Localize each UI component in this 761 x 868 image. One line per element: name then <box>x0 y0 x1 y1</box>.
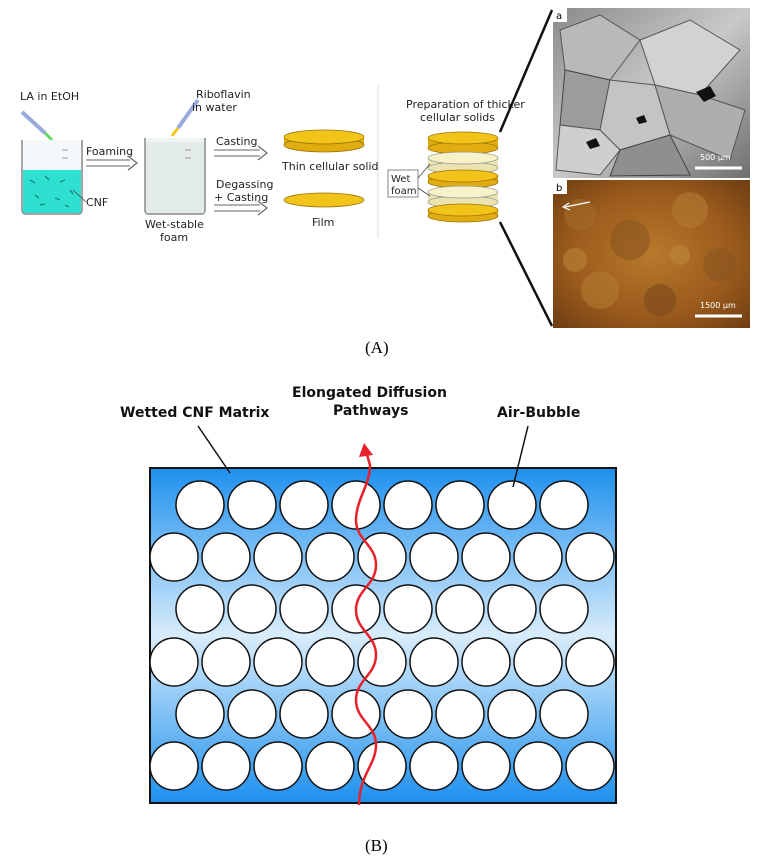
micrograph-a-scale: 500 μm <box>700 153 731 162</box>
air-bubble <box>487 480 537 530</box>
air-bubble <box>487 584 537 634</box>
air-bubble <box>487 689 537 739</box>
micrograph-sem: a 500 μm <box>553 8 750 178</box>
product-thin-solid-label: Thin cellular solid <box>281 160 379 173</box>
wet-foam-box <box>387 169 419 198</box>
air-bubble <box>175 480 225 530</box>
reagent-la-label: LA in EtOH <box>20 90 79 103</box>
air-bubble <box>357 532 407 582</box>
air-bubble <box>149 532 199 582</box>
air-bubble <box>357 741 407 791</box>
air-bubble <box>175 584 225 634</box>
air-bubble <box>461 741 511 791</box>
air-bubble <box>565 741 615 791</box>
wet-foam-line2: foam <box>391 186 417 197</box>
foam-label-line2: foam <box>160 231 188 244</box>
panel-a-diagram: LA in EtOH CNF Foaming Riboflavin in wat… <box>20 8 750 328</box>
bubble-pointer <box>512 425 529 488</box>
arrow-casting <box>214 145 268 161</box>
thick-solid-stack <box>427 131 499 223</box>
pipette-riboflavin-icon <box>170 98 200 137</box>
air-bubble <box>201 637 251 687</box>
panel-b-label: (B) <box>365 836 388 855</box>
product-film-label: Film <box>312 216 334 229</box>
arrow-foaming <box>86 155 138 171</box>
air-bubble <box>175 689 225 739</box>
micrograph-b-scale: 1500 μm <box>700 301 736 310</box>
film-disc <box>283 192 365 208</box>
air-bubble <box>331 480 381 530</box>
air-bubble <box>565 532 615 582</box>
arrow-degassing <box>214 200 268 216</box>
pathway-label-line2: Pathways <box>333 403 408 419</box>
thick-title-line1: Preparation of thicker <box>406 98 525 111</box>
air-bubble <box>513 741 563 791</box>
reagent-riboflavin-line2: in water <box>192 101 237 114</box>
diffusion-pathway <box>354 450 378 806</box>
air-bubble <box>539 689 589 739</box>
air-bubble <box>149 741 199 791</box>
air-bubble <box>435 584 485 634</box>
air-bubble <box>513 637 563 687</box>
beaker-cnf-label: CNF <box>86 196 108 209</box>
air-bubble <box>513 532 563 582</box>
air-bubble <box>227 584 277 634</box>
air-bubble <box>305 637 355 687</box>
air-bubble <box>201 532 251 582</box>
air-bubble <box>435 689 485 739</box>
matrix-pointer <box>197 425 231 474</box>
air-bubble <box>383 584 433 634</box>
micrograph-b-tag: b <box>556 183 562 194</box>
foam-label-line1: Wet-stable <box>145 218 204 231</box>
thin-cellular-solid-disc <box>283 129 365 153</box>
air-bubble <box>279 584 329 634</box>
air-bubble <box>253 741 303 791</box>
connector-bottom <box>498 221 554 327</box>
reagent-riboflavin-line1: Riboflavin <box>196 88 251 101</box>
air-bubble <box>149 637 199 687</box>
air-bubble <box>461 532 511 582</box>
micrograph-a-tag: a <box>556 11 562 22</box>
air-bubble <box>565 637 615 687</box>
air-bubble <box>539 584 589 634</box>
air-bubble <box>253 637 303 687</box>
air-bubble <box>305 532 355 582</box>
air-bubble <box>227 480 277 530</box>
air-bubble <box>305 741 355 791</box>
air-bubble <box>461 637 511 687</box>
air-bubble <box>279 480 329 530</box>
panel-b-diagram: Wetted CNF Matrix Elongated Diffusion Pa… <box>120 385 617 806</box>
step-degassing-line1: Degassing <box>216 178 273 191</box>
air-bubble <box>539 480 589 530</box>
air-bubble <box>409 532 459 582</box>
step-foaming-label: Foaming <box>86 145 133 158</box>
pathway-label-line1: Elongated Diffusion <box>292 385 447 401</box>
air-bubble <box>279 689 329 739</box>
air-bubble <box>409 637 459 687</box>
panel-a-label: (A) <box>365 338 389 357</box>
air-bubble <box>201 741 251 791</box>
wet-foam-line1: Wet <box>391 174 410 185</box>
micrograph-optical: b 1500 μm <box>553 180 750 328</box>
bubble-label: Air-Bubble <box>497 405 580 421</box>
matrix-label: Wetted CNF Matrix <box>120 405 269 421</box>
step-casting-label: Casting <box>216 135 257 148</box>
air-bubble <box>253 532 303 582</box>
pipette-la-icon <box>20 110 54 142</box>
connector-top <box>498 9 554 133</box>
air-bubble <box>227 689 277 739</box>
step-degassing-line2: + Casting <box>214 191 268 204</box>
air-bubble <box>383 480 433 530</box>
air-bubble <box>409 741 459 791</box>
air-bubble <box>383 689 433 739</box>
air-bubble-grid <box>149 480 615 791</box>
pathway-arrow-head <box>359 443 373 457</box>
air-bubble <box>435 480 485 530</box>
thick-title-line2: cellular solids <box>420 111 495 124</box>
beaker-foam-icon <box>144 138 206 215</box>
beaker-cnf-icon <box>21 140 83 215</box>
